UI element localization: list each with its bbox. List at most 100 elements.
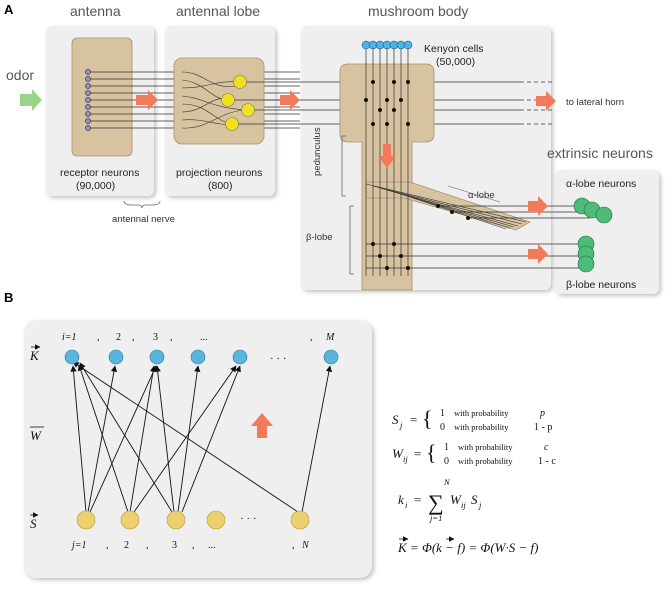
antennal-lobe-tissue: [173, 57, 265, 145]
svg-text:,: ,: [292, 540, 295, 551]
kenyon-nodes: [64, 349, 339, 365]
svg-text:...: ...: [200, 332, 208, 343]
projection-neurons: [221, 75, 255, 131]
equation-k: k i = N ∑ j=1 W ij S j: [398, 477, 482, 523]
to-lateral-horn-label: to lateral horn: [566, 97, 624, 108]
svg-text:1: 1: [440, 408, 445, 419]
svg-text:{: {: [422, 406, 433, 431]
svg-text:...: ...: [208, 540, 216, 551]
svg-text:i: i: [405, 500, 408, 510]
bottom-index-labels: j=1 , 2 , 3 , ... , N: [70, 540, 310, 551]
svg-text:i=1: i=1: [62, 332, 77, 343]
svg-text:0: 0: [440, 422, 445, 433]
svg-text:S: S: [471, 492, 478, 507]
pedunculus-bracket: [341, 135, 346, 197]
al-wiring: [181, 71, 249, 129]
flow-arrow-down: [378, 144, 396, 168]
svg-text:j: j: [399, 420, 403, 430]
projection-neurons-count: (800): [208, 180, 233, 192]
alpha-output-lines: [438, 205, 590, 219]
svg-text:,: ,: [146, 540, 149, 551]
flow-arrow-1: [136, 90, 158, 110]
connection-arrows: [70, 361, 333, 513]
equation-s: S j = { 1 0 with probability with probab…: [392, 406, 552, 433]
kenyon-cells-count: (50,000): [436, 56, 475, 68]
svg-text:W: W: [392, 446, 404, 461]
svg-text:S: S: [392, 412, 399, 427]
svg-text:with probability: with probability: [458, 442, 513, 452]
panel-b-letter: B: [4, 290, 13, 305]
svg-text:ij: ij: [403, 454, 408, 464]
svg-text:3: 3: [153, 332, 158, 343]
flow-arrow-2: [280, 90, 300, 110]
input-nodes: [76, 510, 310, 530]
antennal-lobe-header: antennal lobe: [176, 3, 260, 19]
svg-text:ij: ij: [461, 500, 466, 510]
projection-neurons-label: projection neurons: [176, 167, 262, 179]
svg-text:,: ,: [192, 540, 195, 551]
svg-text:=: =: [410, 412, 417, 427]
beta-lobe-neurons: [577, 235, 595, 273]
alpha-lobe-guide: [447, 185, 501, 203]
receptor-neurons-label: receptor neurons: [60, 167, 139, 179]
svg-text:2: 2: [116, 332, 121, 343]
odor-label: odor: [6, 67, 34, 83]
odor-arrow: [20, 89, 42, 111]
svg-text:1 - c: 1 - c: [538, 456, 556, 467]
extrinsic-neurons-header: extrinsic neurons: [547, 145, 653, 161]
pedunculus-label: pedunculus: [312, 127, 323, 176]
svg-text:=: =: [414, 446, 421, 461]
alpha-lobe-neurons-label: α-lobe neurons: [566, 178, 636, 190]
svg-text:with probability: with probability: [458, 456, 513, 466]
antenna-tissue: [71, 37, 133, 157]
w-matrix-symbol: W: [30, 428, 42, 443]
beta-lobe-bracket: [349, 205, 354, 275]
flow-arrow-beta: [528, 244, 548, 264]
beta-output-synapses: [371, 242, 410, 270]
alpha-output-synapses: [436, 204, 470, 220]
beta-lobe-label: β-lobe: [306, 232, 333, 243]
antennal-nerve-brace: [123, 200, 161, 209]
svg-text:j=1: j=1: [70, 540, 87, 551]
receptor-neurons-count: (90,000): [76, 180, 115, 192]
top-index-labels: i=1 , 2 , 3 , ... , M: [62, 332, 335, 343]
equation-w: W ij = { 1 0 with probability with proba…: [392, 440, 556, 467]
svg-text:j=1: j=1: [429, 513, 442, 523]
svg-text:W: W: [450, 492, 462, 507]
svg-text:,: ,: [106, 540, 109, 551]
flow-arrow-up: [251, 413, 273, 438]
antennal-nerve-label: antennal nerve: [112, 214, 175, 225]
svg-text:,: ,: [170, 332, 173, 343]
calyx-synapses: [364, 80, 410, 126]
network-box: [24, 320, 372, 578]
svg-text:p: p: [539, 408, 545, 419]
alpha-lobe-label: α-lobe: [468, 190, 495, 201]
svg-text:,: ,: [97, 332, 100, 343]
kenyon-cells-label: Kenyon cells: [424, 43, 484, 55]
top-ellipsis: · · ·: [270, 353, 287, 365]
flow-arrow-lateral-horn: [536, 91, 556, 111]
svg-text:N: N: [301, 540, 310, 551]
svg-text:M: M: [325, 332, 335, 343]
svg-text:∑: ∑: [428, 490, 444, 515]
svg-text:with probability: with probability: [454, 422, 509, 432]
svg-text:2: 2: [124, 540, 129, 551]
svg-text:c: c: [544, 442, 549, 453]
antenna-header: antenna: [70, 3, 121, 19]
alpha-lobe-neurons: [573, 197, 613, 224]
svg-text:3: 3: [172, 540, 177, 551]
svg-text:,: ,: [310, 332, 313, 343]
svg-text:{: {: [426, 440, 437, 465]
svg-text:1 - p: 1 - p: [534, 422, 552, 433]
k-vector-symbol: K: [29, 348, 40, 363]
svg-text:1: 1: [444, 442, 449, 453]
flow-arrow-alpha: [528, 196, 548, 216]
svg-text:,: ,: [132, 332, 135, 343]
panel-a-letter: A: [4, 2, 14, 17]
svg-text:k: k: [398, 492, 404, 507]
s-vector-symbol: S: [30, 516, 37, 531]
bottom-ellipsis: · · ·: [240, 513, 257, 525]
svg-text:0: 0: [444, 456, 449, 467]
equation-vector: K = Φ(k − f) = Φ(W·S − f): [397, 536, 538, 555]
